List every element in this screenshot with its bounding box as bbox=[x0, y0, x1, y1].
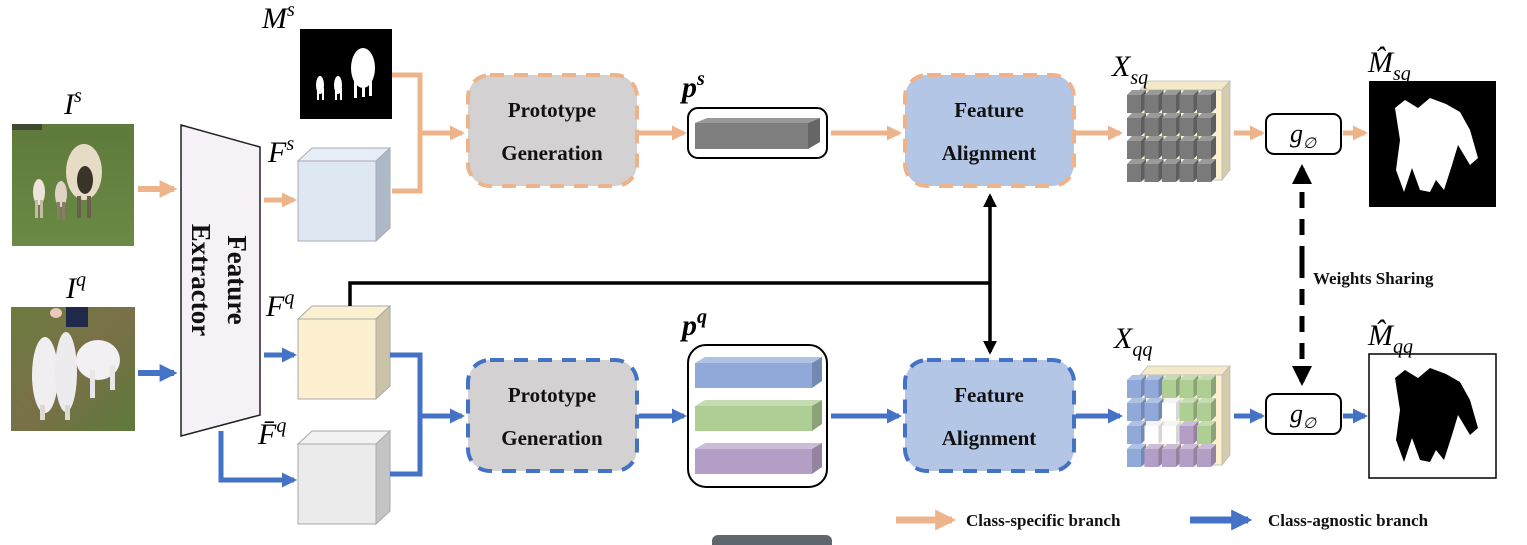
xqq-cell-green bbox=[1197, 398, 1216, 421]
xqq-cell-purple bbox=[1179, 421, 1199, 444]
predicted-mask-sq bbox=[1369, 81, 1496, 207]
scroll-tab[interactable] bbox=[712, 535, 832, 545]
xsq-cell bbox=[1144, 90, 1164, 113]
query-feature-cube bbox=[296, 304, 392, 401]
legend-class-agnostic-label: Class-agnostic branch bbox=[1268, 511, 1429, 530]
xsq-cell bbox=[1162, 90, 1181, 113]
pq-prototype-purple bbox=[695, 443, 822, 474]
xqq-cell-blue bbox=[1127, 421, 1146, 444]
label-Is: Is bbox=[63, 85, 82, 121]
xsq-cell bbox=[1127, 113, 1146, 136]
proto-gen-top-line1: Prototype bbox=[508, 98, 596, 122]
xsq-cell bbox=[1144, 113, 1164, 136]
label-Fs: Fs bbox=[267, 133, 294, 169]
merge-support-connector bbox=[392, 72, 423, 194]
label-Xsq: Xsq bbox=[1111, 50, 1148, 89]
legend: Class-specific branch Class-agnostic bra… bbox=[896, 509, 1429, 531]
xsq-cell bbox=[1179, 90, 1199, 113]
xqq-cell-purple bbox=[1162, 444, 1181, 467]
xsq-cell bbox=[1179, 159, 1199, 182]
weights-sharing-label: Weights Sharing bbox=[1313, 269, 1434, 288]
decoder-g-bottom bbox=[1265, 393, 1342, 435]
predicted-mask-qq bbox=[1368, 353, 1497, 479]
feat-align-top-line2: Alignment bbox=[942, 141, 1037, 165]
xqq-cell-purple bbox=[1179, 444, 1199, 467]
label-pq: pq bbox=[679, 306, 707, 342]
support-mask bbox=[300, 29, 392, 119]
xqq-cell-blue bbox=[1127, 375, 1146, 398]
feature-alignment-top bbox=[903, 73, 1076, 188]
legend-class-specific-label: Class-specific branch bbox=[966, 511, 1121, 530]
xqq-cell-white bbox=[1162, 421, 1181, 444]
label-ps: ps bbox=[679, 68, 705, 104]
xsq-cell bbox=[1162, 113, 1181, 136]
xqq-cell-green bbox=[1162, 375, 1181, 398]
xsq-cell bbox=[1197, 113, 1216, 136]
label-g-top: g∅ bbox=[1290, 119, 1317, 152]
xsq-cell bbox=[1144, 136, 1164, 159]
label-Mqq-hat: M̂qq bbox=[1367, 319, 1413, 358]
xsq-cell bbox=[1162, 136, 1181, 159]
xsq-cell bbox=[1127, 136, 1146, 159]
xsq-cell bbox=[1179, 113, 1199, 136]
pq-prototype-blue bbox=[695, 357, 822, 388]
xsq-cell bbox=[1197, 159, 1216, 182]
prototype-generation-top bbox=[466, 73, 639, 188]
feature-alignment-bottom bbox=[903, 358, 1076, 473]
xqq-feature-grid bbox=[1127, 364, 1231, 467]
prototype-generation-bottom bbox=[466, 358, 639, 473]
proto-gen-bottom-line1: Prototype bbox=[508, 383, 596, 407]
xsq-feature-grid bbox=[1127, 79, 1231, 182]
xqq-cell-blue bbox=[1127, 398, 1146, 421]
pq-prototype-green bbox=[695, 400, 822, 431]
xqq-cell-blue bbox=[1127, 444, 1146, 467]
label-g-bottom: g∅ bbox=[1290, 399, 1317, 432]
decoder-g-top bbox=[1265, 113, 1342, 155]
xsq-cell bbox=[1144, 159, 1164, 182]
feat-align-bottom-line1: Feature bbox=[954, 383, 1024, 407]
label-Fq-bar: F̄q bbox=[257, 415, 286, 451]
xsq-cell bbox=[1197, 90, 1216, 113]
support-image bbox=[12, 124, 134, 246]
xqq-cell-blue bbox=[1144, 375, 1164, 398]
xqq-cell-green bbox=[1197, 421, 1216, 444]
feature-extractor-line2: Extractor bbox=[186, 224, 216, 336]
xqq-cell-purple bbox=[1197, 444, 1216, 467]
merge-query-connector bbox=[390, 352, 423, 477]
fq-to-alignment-connector bbox=[348, 281, 990, 306]
query-background-feature-cube bbox=[296, 429, 392, 526]
xqq-cell-blue bbox=[1144, 398, 1164, 421]
xqq-cell-green bbox=[1179, 398, 1199, 421]
query-image bbox=[11, 307, 135, 431]
xqq-cell-purple bbox=[1144, 444, 1164, 467]
arrow-extractor-to-fqbar bbox=[218, 431, 297, 488]
support-feature-cube bbox=[296, 146, 392, 243]
ps-prototype-bar bbox=[695, 118, 820, 149]
feature-extractor-block bbox=[180, 124, 261, 437]
feat-align-bottom-line2: Alignment bbox=[942, 426, 1037, 450]
xqq-cell-green bbox=[1179, 375, 1199, 398]
label-Fq: Fq bbox=[265, 287, 294, 323]
proto-gen-bottom-line2: Generation bbox=[501, 426, 603, 450]
label-Xqq: Xqq bbox=[1113, 322, 1152, 361]
label-Msq-hat: M̂sq bbox=[1367, 46, 1411, 85]
xsq-cell bbox=[1127, 159, 1146, 182]
xsq-cell bbox=[1162, 159, 1181, 182]
xsq-cell bbox=[1197, 136, 1216, 159]
xqq-cell-white bbox=[1162, 398, 1181, 421]
xqq-cell-white bbox=[1144, 421, 1164, 444]
xsq-cell bbox=[1127, 90, 1146, 113]
feat-align-top-line1: Feature bbox=[954, 98, 1024, 122]
label-Ms: Ms bbox=[261, 0, 295, 35]
xqq-cell-green bbox=[1197, 375, 1216, 398]
proto-gen-top-line2: Generation bbox=[501, 141, 603, 165]
feature-extractor-line1: Feature bbox=[222, 235, 252, 324]
label-Iq: Iq bbox=[65, 269, 86, 305]
xsq-cell bbox=[1179, 136, 1199, 159]
